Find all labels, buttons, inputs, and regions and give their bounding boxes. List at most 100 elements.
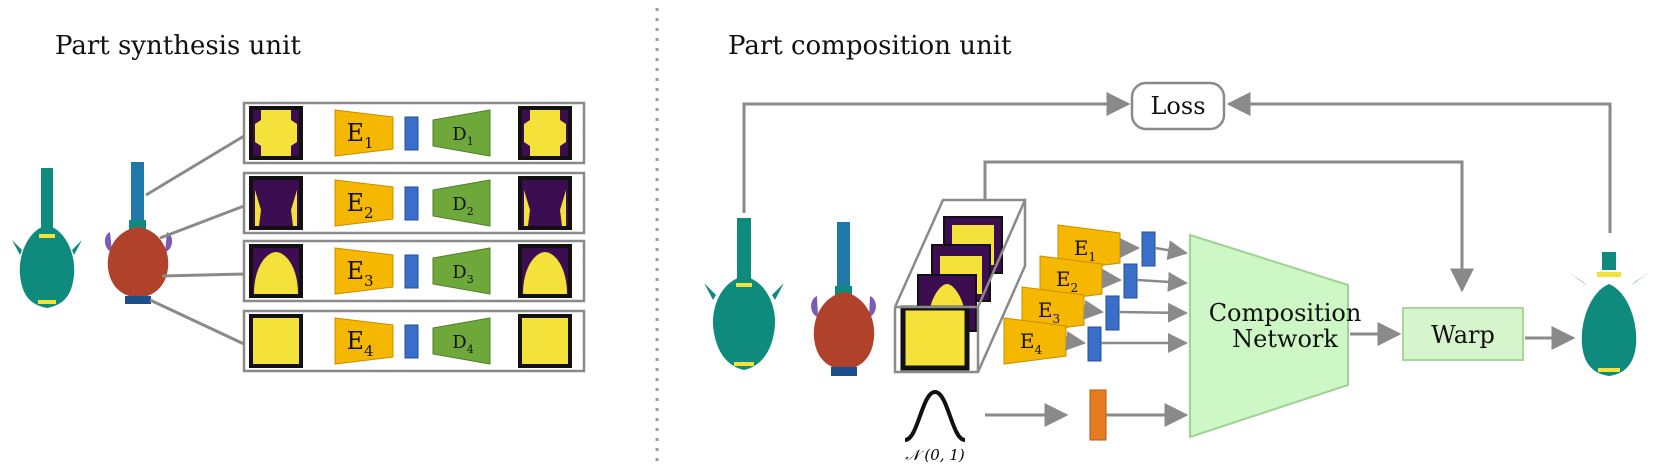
encoder-shape [1039, 255, 1103, 303]
composition-encoder-label-1: E1 [1074, 236, 1096, 264]
encoder-shape [1003, 317, 1067, 365]
latent-code-3 [404, 254, 419, 289]
vase-output-right [1568, 252, 1650, 376]
encoder-2 [334, 179, 394, 227]
composition-encoder-label-2: E2 [1056, 267, 1078, 295]
decoder-label-2: D2 [452, 194, 473, 218]
decoder-label-4-letter: D [452, 332, 466, 353]
gaussian-noise: 𝒩 (0, 1) [904, 389, 966, 464]
latent-to-network-arrow [1118, 302, 1188, 323]
encoder-label-1: E1 [346, 119, 373, 152]
noise-label: 𝒩 (0, 1) [905, 446, 965, 464]
noise-latent-bar [1089, 389, 1107, 441]
vase-original-left [12, 168, 82, 308]
encoder-1 [334, 109, 394, 157]
encoder-label-4: E4 [346, 327, 373, 360]
encoder-label-3-subscript: 3 [364, 272, 374, 290]
composition-encoder-label-2-letter: E [1056, 267, 1071, 291]
decoder-label-2-letter: D [452, 194, 466, 215]
composition-latent-1 [1141, 231, 1156, 267]
composition-latent-4 [1087, 326, 1102, 362]
encoder-shape [1057, 224, 1121, 272]
latent-code-4 [404, 324, 419, 359]
composition-encoder-label-4-letter: E [1020, 329, 1035, 353]
reconstructed-part-thumbnail [518, 106, 572, 160]
vase-segmented-right [811, 222, 876, 376]
vase-input-right [704, 218, 784, 370]
composition-encoder-4: E4 [1003, 317, 1188, 365]
input-part-thumbnail [249, 176, 303, 230]
latent-to-network-arrow [1154, 240, 1188, 261]
encoder-label-4-subscript: 4 [364, 342, 374, 360]
decoder-1 [432, 109, 491, 157]
decoder-label-3-subscript: 3 [467, 273, 474, 286]
encoder-label-2-letter: E [346, 189, 364, 217]
encoder-shape [1021, 286, 1085, 334]
composition-encoder-label-4: E4 [1020, 329, 1043, 357]
composition-encoder-label-2-subscript: 2 [1070, 281, 1078, 295]
composition-latent-2 [1123, 263, 1138, 299]
part-composition-title: Part composition unit [728, 31, 1012, 61]
decoder-label-2-subscript: 2 [467, 205, 474, 218]
encoder-3 [334, 247, 394, 295]
encoder-label-2-subscript: 2 [364, 204, 374, 222]
composition-encoder-2: E2 [1039, 255, 1188, 303]
decoder-label-1: D1 [452, 124, 473, 148]
loss-arrows [742, 92, 1612, 293]
composition-encoder-label-1-letter: E [1074, 236, 1089, 260]
encoder-to-latent-arrow [1064, 330, 1086, 351]
input-part-thumbnail [249, 244, 303, 298]
loss-box: Loss [1130, 81, 1226, 131]
part-volume-stack [893, 198, 1027, 374]
encoder-label-1-letter: E [346, 119, 364, 147]
warp-label: Warp [1431, 321, 1495, 349]
encoder-to-latent-arrow [1082, 299, 1104, 320]
latent-to-network-arrow [1136, 271, 1188, 292]
input-part-thumbnail [249, 106, 303, 160]
encoder-label-2: E2 [346, 189, 373, 222]
part-connectors [145, 134, 245, 346]
composition-encoder-label-1-subscript: 1 [1088, 250, 1096, 264]
composition-encoder-label-3: E3 [1038, 298, 1060, 326]
latent-code-1 [404, 116, 419, 151]
decoder-2 [432, 179, 491, 227]
network-label-line2: Network [1232, 325, 1338, 353]
composition-encoder-label-3-letter: E [1038, 298, 1053, 322]
decoder-label-3-letter: D [452, 262, 466, 283]
part-synthesis-title: Part synthesis unit [55, 31, 301, 61]
composition-encoder-1: E1 [1057, 224, 1188, 272]
encoder-label-1-subscript: 1 [364, 134, 374, 152]
composition-encoder-3: E3 [1021, 286, 1188, 334]
vase-segmented-left [104, 162, 173, 304]
latent-code-2 [404, 186, 419, 221]
reconstructed-part-thumbnail [518, 176, 572, 230]
reconstructed-part-thumbnail [518, 314, 572, 368]
composition-network: Composition Network [1189, 233, 1362, 439]
encoder-label-3-letter: E [346, 257, 364, 285]
decoder-3 [432, 247, 491, 295]
encoder-label-4-letter: E [346, 327, 364, 355]
warp-box: Warp [1402, 307, 1524, 361]
encoder-label-3: E3 [346, 257, 373, 290]
reconstructed-part-thumbnail [518, 244, 572, 298]
decoder-label-3: D3 [452, 262, 473, 286]
decoder-label-1-subscript: 1 [467, 135, 474, 148]
input-part-thumbnail [249, 314, 303, 368]
decoder-label-1-letter: D [452, 124, 466, 145]
encoder-to-latent-arrow [1101, 268, 1122, 289]
composition-encoder-label-4-subscript: 4 [1034, 343, 1042, 357]
encoder-4 [334, 317, 394, 365]
decoder-label-4: D4 [452, 332, 473, 356]
decoder-label-4-subscript: 4 [467, 343, 474, 356]
decoder-4 [432, 317, 491, 365]
composition-latent-3 [1105, 295, 1120, 331]
loss-label: Loss [1150, 92, 1205, 120]
network-label-line1: Composition [1209, 299, 1362, 327]
